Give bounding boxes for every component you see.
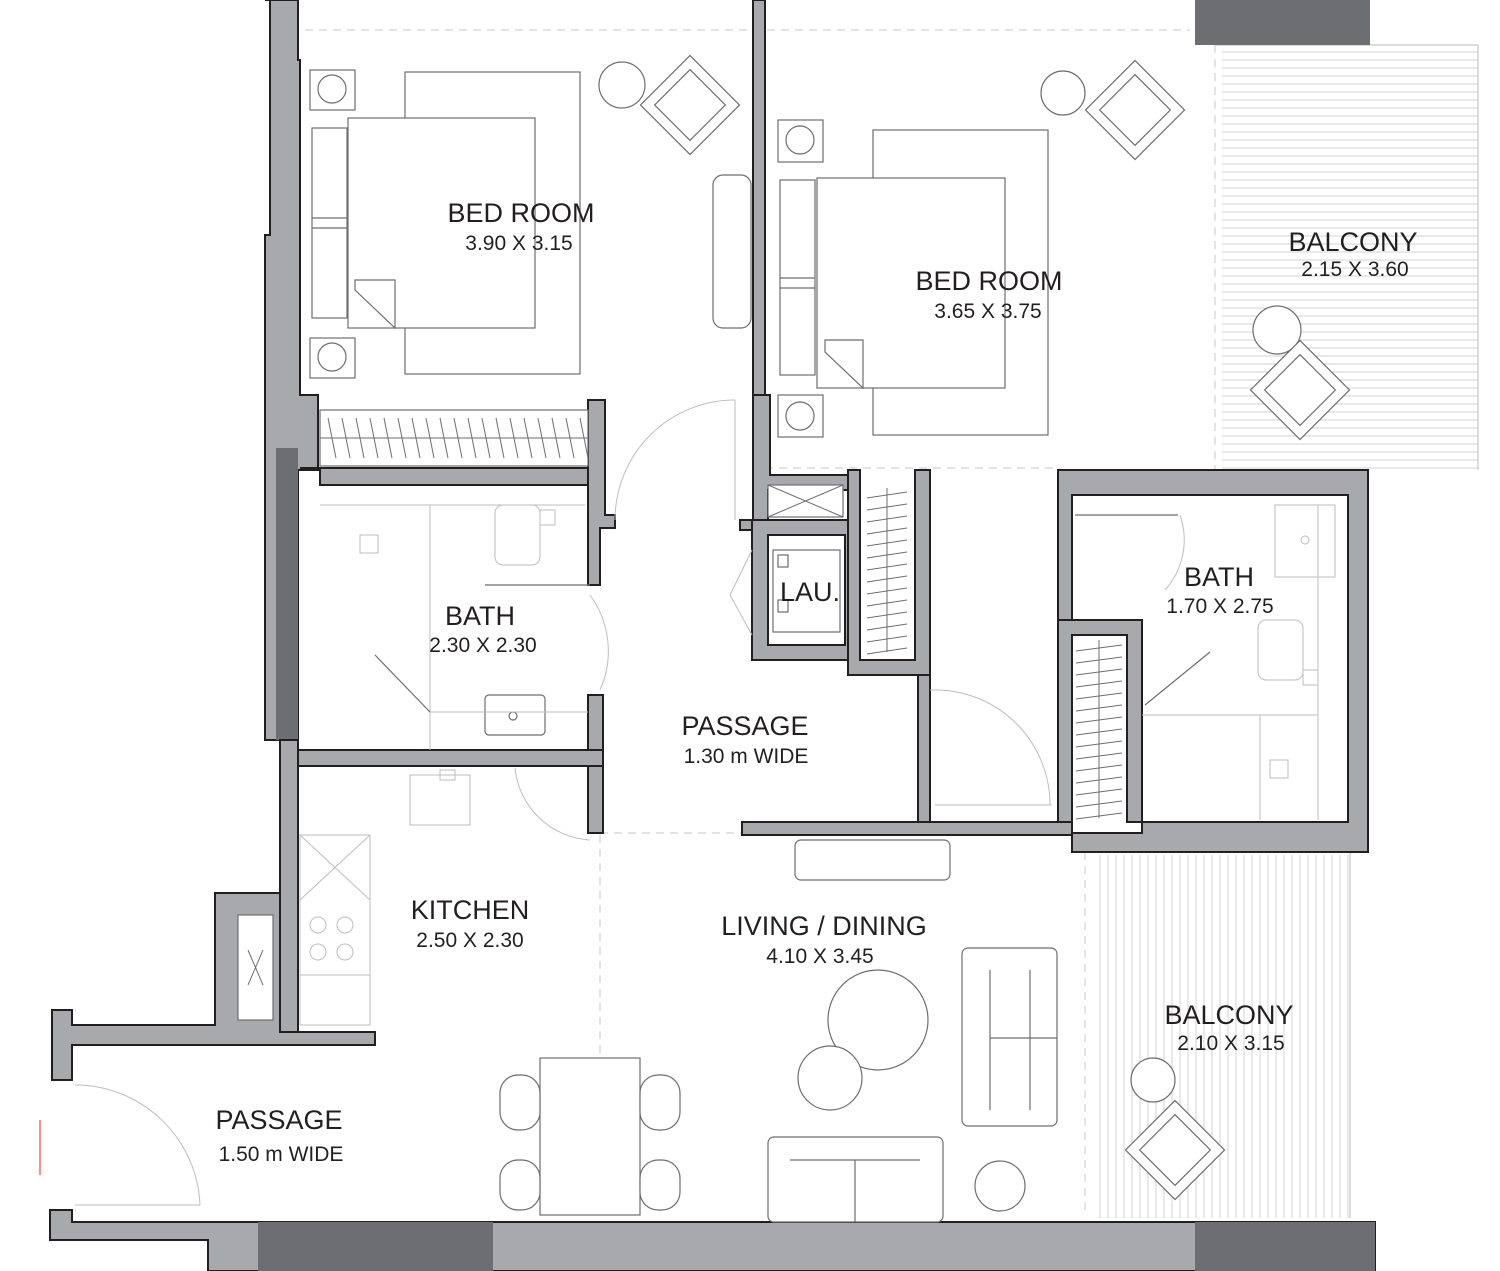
- balcony-1-name: BALCONY: [1288, 227, 1417, 257]
- bedroom-1-furniture: [309, 54, 752, 467]
- kitchen-dims: 2.50 X 2.30: [416, 929, 523, 952]
- kitchen-fixtures: [299, 767, 591, 1026]
- passage-1-dims: 1.30 m WIDE: [684, 745, 809, 768]
- bath-1-dims: 2.30 X 2.30: [429, 634, 536, 657]
- room-labels: BED ROOM 3.90 X 3.15 BED ROOM 3.65 X 3.7…: [215, 198, 1417, 1166]
- balcony-2-deck: [1099, 852, 1351, 1218]
- walls: [49, 0, 1376, 1271]
- bedroom-2-name: BED ROOM: [915, 266, 1062, 296]
- passage-2-name: PASSAGE: [215, 1105, 342, 1135]
- living-name: LIVING / DINING: [721, 911, 927, 941]
- bedroom-1-dims: 3.90 X 3.15: [465, 232, 572, 255]
- passage-1-name: PASSAGE: [681, 711, 808, 741]
- balcony-2-name: BALCONY: [1164, 1000, 1293, 1030]
- bath-2-name: BATH: [1184, 562, 1254, 592]
- doors: [39, 399, 1052, 1206]
- bath-2-fixtures: [1075, 504, 1336, 820]
- passage-2-dims: 1.50 m WIDE: [219, 1143, 344, 1166]
- laundry-name: LAU.: [780, 577, 840, 607]
- living-furniture: [499, 839, 1058, 1223]
- bedroom-1-name: BED ROOM: [447, 198, 594, 228]
- living-dims: 4.10 X 3.45: [766, 945, 873, 968]
- balcony-1-deck: [1215, 44, 1479, 470]
- balcony-2-dims: 2.10 X 3.15: [1177, 1032, 1284, 1055]
- bedroom-2-furniture: [777, 59, 1186, 438]
- kitchen-name: KITCHEN: [411, 895, 530, 925]
- threshold-lines: [305, 29, 1216, 1215]
- balcony-1-furniture: [1249, 305, 1351, 441]
- bedroom-2-dims: 3.65 X 3.75: [934, 300, 1041, 323]
- bath-2-dims: 1.70 X 2.75: [1166, 595, 1273, 618]
- balcony-1-dims: 2.15 X 3.60: [1301, 258, 1408, 281]
- bath-1-name: BATH: [445, 601, 515, 631]
- bath-1-fixtures: [320, 504, 590, 750]
- laundry-fixtures: [729, 484, 1123, 820]
- balcony-2-furniture: [1124, 1057, 1226, 1201]
